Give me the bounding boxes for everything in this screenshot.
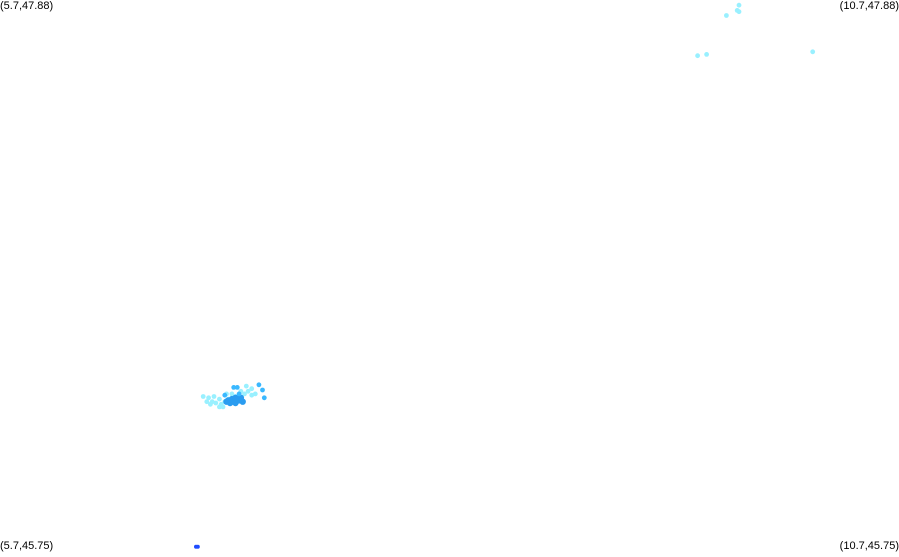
map-point[interactable]	[236, 391, 242, 397]
map-point[interactable]	[231, 385, 237, 390]
map-point[interactable]	[208, 401, 213, 407]
map-point[interactable]	[213, 400, 219, 406]
map-point[interactable]	[810, 49, 816, 55]
map-point[interactable]	[222, 392, 228, 398]
map-point[interactable]	[695, 53, 700, 59]
map-point[interactable]	[217, 396, 222, 402]
map-point[interactable]	[242, 391, 247, 397]
corner-label-top-left: (5.7,47.88)	[0, 0, 54, 12]
map-point[interactable]	[195, 544, 200, 549]
map-point[interactable]	[260, 387, 265, 393]
map-point[interactable]	[232, 394, 239, 401]
map-point[interactable]	[704, 52, 709, 57]
map-point[interactable]	[220, 404, 226, 410]
map-point[interactable]	[252, 391, 258, 397]
map-point[interactable]	[206, 395, 212, 401]
map-point[interactable]	[232, 399, 239, 407]
map-point[interactable]	[204, 399, 210, 405]
map-point[interactable]	[234, 385, 240, 390]
corner-label-top-right: (10.7,47.88)	[839, 0, 899, 12]
map-point[interactable]	[724, 13, 729, 18]
map-point[interactable]	[736, 2, 742, 8]
map-point[interactable]	[736, 9, 742, 15]
map-point[interactable]	[256, 382, 262, 388]
map-point[interactable]	[249, 392, 255, 398]
map-point[interactable]	[249, 386, 255, 392]
map-point[interactable]	[225, 397, 232, 404]
map-point[interactable]	[239, 398, 246, 405]
corner-label-bottom-left: (5.7,45.75)	[0, 540, 54, 552]
map-point[interactable]	[245, 388, 251, 394]
map-point[interactable]	[211, 394, 217, 399]
corner-label-bottom-right: (10.7,45.75)	[839, 540, 899, 552]
map-point[interactable]	[217, 404, 222, 410]
map-point[interactable]	[243, 383, 249, 389]
map-point[interactable]	[200, 394, 206, 399]
map-point[interactable]	[229, 391, 235, 397]
map-point[interactable]	[261, 395, 267, 401]
